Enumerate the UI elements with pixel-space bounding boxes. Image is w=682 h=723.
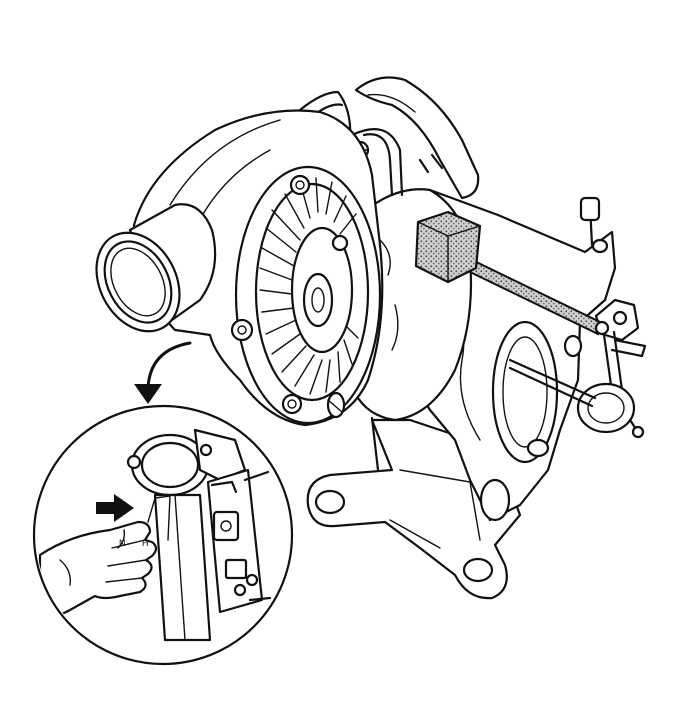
compressor-backplate: [230, 165, 382, 425]
inset-detail: N H: [32, 404, 294, 666]
wastegate-actuator: [508, 196, 647, 439]
turbocharger: [95, 76, 647, 600]
inset-letter-2: H: [142, 538, 149, 548]
compressor-inlet: [95, 203, 217, 333]
actuator-test-tool: [414, 210, 610, 336]
cooling-fins: [259, 177, 359, 395]
center-housing-bracket: [326, 391, 380, 472]
inset-hand: N H: [38, 495, 171, 618]
callout-arrow: [134, 341, 192, 404]
inset-letter-1: N: [119, 538, 126, 548]
inset-bracket: [206, 468, 272, 614]
push-direction-arrow: [96, 494, 134, 522]
